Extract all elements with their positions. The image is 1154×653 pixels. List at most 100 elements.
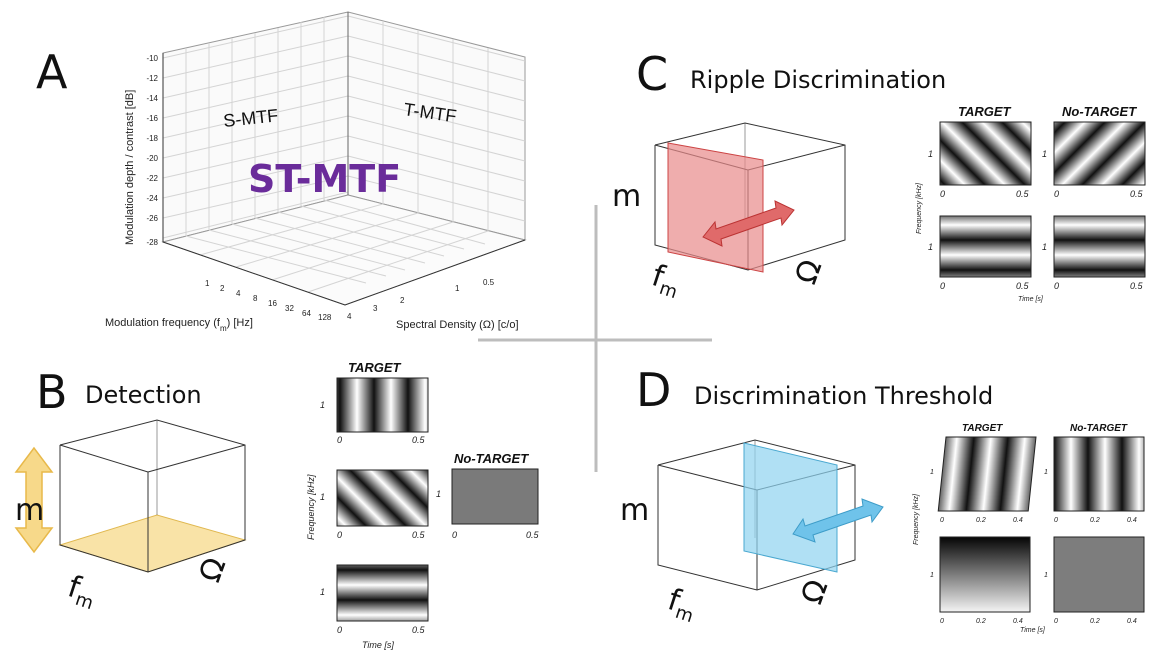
no-target-title: No-TARGET	[454, 451, 529, 466]
panel-d-title: Discrimination Threshold	[694, 382, 993, 410]
ripple-arrow	[702, 200, 795, 247]
target-title: TARGET	[962, 423, 1003, 434]
threshold-arrow	[792, 498, 884, 543]
fm-tick: 32	[285, 304, 294, 313]
fm-tick: 64	[302, 309, 311, 318]
no-target-title: No-TARGET	[1070, 423, 1128, 434]
panel-c-letter: C	[636, 47, 668, 101]
time-tick: 0.4	[1013, 517, 1023, 524]
y-tick: -10	[146, 54, 158, 63]
y-tick: -12	[146, 74, 158, 83]
fm-axis-label: Modulation frequency (fm) [Hz]	[105, 317, 253, 333]
freq-axis-label: Frequency [kHz]	[916, 182, 923, 234]
floor-grid	[185, 199, 489, 293]
target-spectrogram-spectral	[336, 564, 429, 622]
freq-tick: 1	[436, 489, 441, 499]
no-target-spectrogram-temporal	[1053, 436, 1145, 512]
fm-tick: 2	[220, 284, 225, 293]
panel-b: B Detection m fm Ω TARGET No-TARGET 1 0 …	[14, 360, 540, 650]
y-axis-label: Modulation depth / contrast [dB]	[124, 90, 136, 245]
time-axis-label: Time [s]	[1020, 627, 1046, 634]
no-target-spectrogram	[451, 468, 539, 525]
panel-c: C Ripple Discrimination m fm Ω TARGET No…	[612, 47, 1146, 303]
omega-tick: 0.5	[483, 278, 495, 287]
time-tick: 0	[337, 530, 342, 540]
omega-label: Ω	[789, 255, 830, 289]
target-title: TARGET	[348, 360, 402, 375]
panel-d: D Discrimination Threshold m fm Ω TARGET…	[620, 363, 1145, 634]
omega-tick: 2	[400, 296, 405, 305]
y-tick: -28	[146, 238, 158, 247]
time-tick: 0	[940, 281, 945, 291]
omega-ticks: 0.5 1 2 3 4	[347, 278, 495, 321]
time-tick: 0.5	[526, 530, 540, 540]
y-tick: -16	[146, 114, 158, 123]
time-tick: 0	[337, 435, 342, 445]
fm-tick: 4	[236, 289, 241, 298]
freq-tick: 1	[928, 149, 933, 159]
time-tick: 0.4	[1013, 618, 1023, 625]
time-tick: 0	[940, 189, 945, 199]
target-spectrogram-wrap	[937, 436, 1037, 512]
y-tick: -22	[146, 174, 158, 183]
no-target-spectrogram-spectral	[1053, 215, 1146, 278]
freq-tick: 1	[928, 242, 933, 252]
fm-tick: 1	[205, 279, 210, 288]
target-spectrogram-temporal	[336, 377, 429, 433]
panel-a: A	[36, 11, 527, 333]
panel-d-letter: D	[636, 363, 671, 417]
fm-tick: 8	[253, 294, 258, 303]
freq-tick: 1	[1042, 242, 1047, 252]
panel-b-title: Detection	[85, 381, 202, 409]
freq-axis-label: Frequency [kHz]	[306, 474, 316, 540]
panel-a-letter: A	[36, 45, 68, 99]
panel-c-title: Ripple Discrimination	[690, 66, 946, 94]
time-tick: 0.5	[412, 625, 426, 635]
y-tick: -20	[146, 154, 158, 163]
time-tick: 0.2	[1090, 517, 1100, 524]
fm-tick: 128	[318, 313, 332, 322]
target-spectrogram-ramp	[939, 536, 1031, 613]
ripple-plane	[667, 142, 764, 273]
time-tick: 0.4	[1127, 517, 1137, 524]
freq-tick: 1	[1044, 572, 1048, 579]
time-tick: 0.5	[412, 435, 426, 445]
time-tick: 0.5	[1130, 189, 1144, 199]
y-ticks: -10 -12 -14 -16 -18 -20 -22 -24 -26 -28	[146, 54, 158, 247]
m-label: m	[620, 493, 649, 528]
threshold-plane	[743, 442, 838, 573]
omega-axis-label: Spectral Density (Ω) [c/o]	[396, 319, 519, 331]
freq-tick: 1	[930, 572, 934, 579]
time-tick: 0	[1054, 517, 1058, 524]
detection-cube	[58, 419, 247, 573]
fm-tick: 16	[268, 299, 277, 308]
right-wall-grid	[347, 15, 526, 231]
m-label: m	[15, 493, 44, 528]
fm-label: fm	[663, 582, 701, 627]
time-tick: 0	[337, 625, 342, 635]
left-wall-grid	[162, 15, 349, 239]
freq-tick: 1	[320, 400, 325, 410]
no-target-spectrogram-ripple-wrap	[1053, 121, 1146, 186]
time-tick: 0	[940, 517, 944, 524]
no-target-title: No-TARGET	[1062, 104, 1137, 119]
target-spectrogram-temporal	[937, 436, 1037, 512]
time-tick: 0	[940, 618, 944, 625]
time-tick: 0.5	[1016, 189, 1030, 199]
target-spectrogram-ripple	[939, 121, 1032, 186]
y-tick: -18	[146, 134, 158, 143]
time-tick: 0.2	[976, 618, 986, 625]
freq-tick: 1	[320, 492, 325, 502]
time-tick: 0.5	[412, 530, 426, 540]
target-title: TARGET	[958, 104, 1012, 119]
freq-tick: 1	[930, 469, 934, 476]
time-tick: 0.5	[1130, 281, 1144, 291]
freq-tick: 1	[1042, 149, 1047, 159]
time-tick: 0	[1054, 618, 1058, 625]
st-mtf-label: ST-MTF	[248, 157, 401, 201]
ripple-cube	[654, 122, 846, 273]
fm-label: fm	[63, 569, 101, 614]
time-tick: 0	[1054, 281, 1059, 291]
omega-tick: 3	[373, 304, 378, 313]
